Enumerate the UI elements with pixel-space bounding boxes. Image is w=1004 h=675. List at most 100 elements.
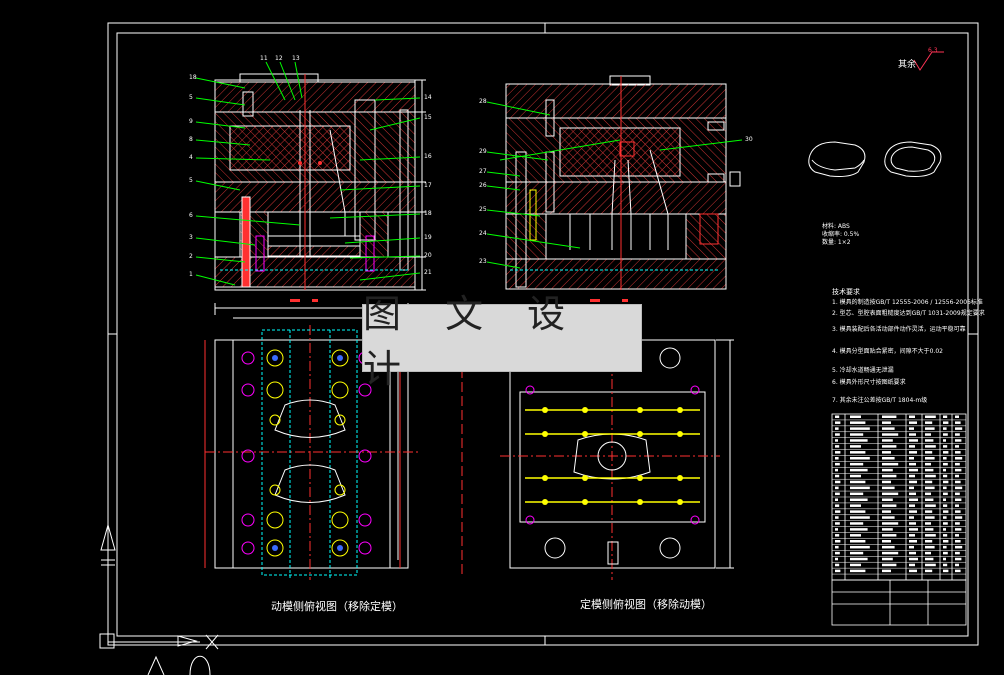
bom-cell-mark — [925, 445, 936, 448]
bom-cell-mark — [835, 528, 838, 531]
bom-cell-mark — [882, 516, 895, 519]
bom-cell-mark — [943, 545, 947, 549]
bom-cell-mark — [943, 462, 948, 466]
bom-cell-mark — [955, 474, 959, 478]
moving-half-plan-view — [204, 303, 420, 580]
bom-cell-mark — [955, 516, 963, 519]
roughness-symbol — [913, 51, 944, 71]
bom-cell-mark — [943, 510, 949, 513]
bom-cell-mark — [955, 415, 959, 418]
bom-cell-mark — [955, 462, 960, 466]
bom-cell-mark — [850, 474, 861, 478]
right-plan-caption: 定模侧俯视图（移除动模） — [580, 598, 712, 611]
bom-cell-mark — [925, 462, 931, 466]
bom-cell-mark — [955, 522, 960, 525]
bom-cell-mark — [909, 534, 915, 537]
callout-callouts_mid-5: 24 — [479, 230, 487, 237]
callout-callouts_mid-0: 28 — [479, 98, 487, 105]
callout-callouts_mid-1: 29 — [479, 148, 487, 155]
bom-cell-mark — [955, 421, 961, 424]
tech-requirements-title: 技术要求 — [832, 288, 860, 296]
bom-cell-mark — [925, 433, 931, 436]
callout-callouts_top-2: 13 — [292, 55, 300, 62]
bom-cell-mark — [835, 480, 841, 484]
bom-cell-mark — [955, 498, 962, 501]
callout-callouts_left-9: 1 — [189, 271, 193, 278]
bom-cell-mark — [850, 445, 861, 448]
bom-cell-mark — [909, 504, 915, 507]
bom-cell-mark — [909, 528, 918, 531]
bom-cell-mark — [943, 528, 946, 531]
bom-cell-mark — [925, 563, 936, 567]
bom-cell-mark — [909, 445, 915, 448]
bom-cell-mark — [850, 439, 868, 442]
bom-cell-mark — [955, 557, 962, 561]
bom-cell-mark — [943, 540, 949, 543]
bom-cell-mark — [835, 427, 839, 430]
bom-cell-mark — [835, 516, 839, 519]
bom-cell-mark — [909, 498, 918, 501]
bom-cell-mark — [925, 480, 933, 484]
bom-cell-mark — [909, 457, 914, 460]
bom-cell-mark — [943, 480, 949, 484]
callout-callouts_mid-2: 27 — [479, 168, 487, 175]
bom-cell-mark — [882, 492, 899, 496]
bom-cell-mark — [943, 433, 948, 436]
callout-callouts_top-1: 12 — [275, 55, 283, 62]
bom-cell-mark — [835, 534, 840, 537]
bom-cell-mark — [850, 557, 868, 561]
bom-cell-mark — [955, 540, 961, 543]
bom-cell-mark — [909, 563, 915, 567]
bom-cell-mark — [955, 545, 963, 549]
bom-cell-mark — [882, 563, 897, 567]
bom-cell-mark — [925, 534, 936, 537]
bom-cell-mark — [909, 480, 917, 484]
tech-requirement-4: 4. 模具分型面贴合紧密，间隙不大于0.02 — [832, 348, 943, 355]
bom-cell-mark — [850, 421, 866, 424]
callout-callouts_left-7: 3 — [189, 234, 193, 241]
bom-cell-mark — [850, 504, 861, 507]
bom-cell-mark — [850, 510, 866, 513]
bom-cell-mark — [835, 498, 838, 501]
bom-cell-mark — [835, 492, 840, 496]
bom-cell-mark — [943, 468, 946, 472]
callout-callouts_right_a-3: 17 — [424, 182, 432, 189]
bom-cell-mark — [835, 551, 840, 555]
bom-cell-mark — [943, 439, 946, 442]
tech-requirement-6: 6. 模具外形尺寸按图纸要求 — [832, 379, 906, 386]
bom-cell-mark — [925, 468, 934, 472]
bom-cell-mark — [943, 492, 948, 496]
bom-cell-mark — [955, 427, 963, 430]
bom-cell-mark — [943, 486, 947, 490]
bom-cell-mark — [943, 563, 948, 567]
bom-cell-mark — [955, 486, 963, 490]
callout-leaders-main — [195, 61, 421, 286]
bom-cell-mark — [882, 569, 891, 573]
bom-cell-mark — [835, 439, 838, 442]
bom-cell-mark — [850, 569, 866, 573]
callout-callouts_top-0: 11 — [260, 55, 268, 62]
bom-cell-mark — [943, 551, 948, 555]
callout-callouts_mid-4: 25 — [479, 206, 487, 213]
bom-cell-mark — [955, 563, 959, 567]
bom-cell-mark — [909, 545, 914, 549]
bom-cell-mark — [943, 474, 948, 478]
bom-cell-mark — [882, 445, 897, 448]
bom-cell-mark — [850, 563, 861, 567]
bom-cell-mark — [925, 474, 936, 478]
callout-callouts_left-2: 9 — [189, 118, 193, 125]
part-isometric-sketches — [808, 141, 942, 177]
bom-cell-mark — [835, 445, 840, 448]
bom-cell-mark — [835, 451, 841, 454]
drawing-frame — [107, 22, 979, 646]
callout-callouts_right_a-5: 19 — [424, 234, 432, 241]
callout-callouts_right_a-2: 16 — [424, 153, 432, 160]
side-section-view — [505, 75, 741, 290]
bom-cell-mark — [943, 504, 948, 507]
bom-cell-mark — [850, 551, 864, 555]
bom-cell-mark — [882, 528, 893, 531]
bom-cell-mark — [882, 474, 897, 478]
tech-requirement-7: 7. 其余未注公差按GB/T 1804-m级 — [832, 397, 928, 404]
bom-cell-mark — [850, 528, 868, 531]
